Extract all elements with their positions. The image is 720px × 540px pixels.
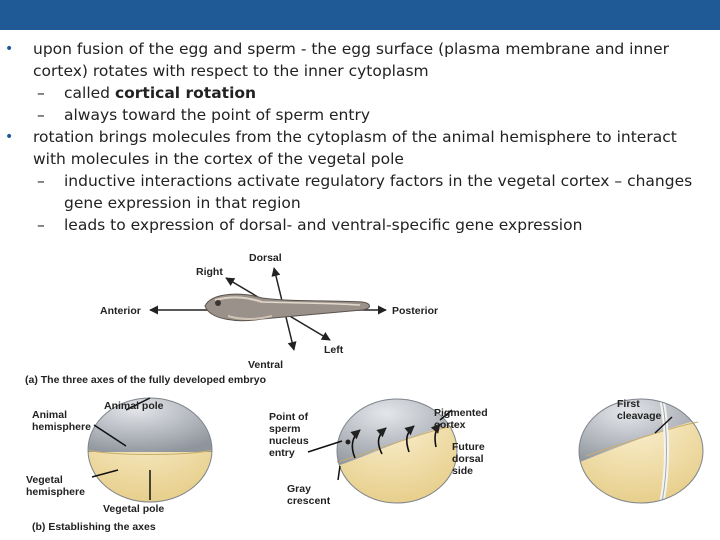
pigmented-cortex-leader xyxy=(439,409,453,421)
vegetal-hemisphere-leader xyxy=(91,469,119,478)
caption-a: (a) The three axes of the fully develope… xyxy=(25,374,266,386)
label-ventral: Ventral xyxy=(248,359,284,371)
sub-dash: – xyxy=(37,84,45,102)
label-gray-crescent: Gray crescent xyxy=(287,483,331,507)
label-animal-pole: Animal pole xyxy=(104,400,164,412)
label-pigmented-cortex: Pigmented cortex xyxy=(434,407,488,431)
first-cleavage-leader xyxy=(654,416,673,434)
header-bar xyxy=(0,0,720,30)
caption-b: (b) Establishing the axes xyxy=(32,521,156,533)
bullet-2-sub-2-text: leads to expression of dorsal- and ventr… xyxy=(64,216,583,234)
bullet-1: • upon fusion of the egg and sperm - the… xyxy=(0,38,700,82)
bullet-1-sub-1-bold: cortical rotation xyxy=(114,84,257,102)
sperm-entry-leader xyxy=(307,440,343,453)
label-anterior: Anterior xyxy=(100,305,141,317)
label-dorsal: Dorsal xyxy=(249,252,282,264)
bullet-1-sub-2: – always toward the point of sperm entry xyxy=(0,104,700,126)
bullet-2-sub-2: – leads to expression of dorsal- and ven… xyxy=(0,214,700,236)
bullet-1-sub-2-text: always toward the point of sperm entry xyxy=(64,106,371,124)
label-animal-hemisphere: Animal hemisphere xyxy=(32,409,91,433)
label-left: Left xyxy=(324,344,344,356)
bullet-dot: • xyxy=(5,41,14,57)
tadpole-embryo xyxy=(204,293,370,322)
label-future-dorsal-side: Future dorsal side xyxy=(452,441,485,477)
bullet-2-text: rotation brings molecules from the cytop… xyxy=(33,128,677,168)
axes-diagram xyxy=(149,267,387,351)
label-posterior: Posterior xyxy=(392,305,439,317)
label-right: Right xyxy=(196,266,223,278)
bullet-dot: • xyxy=(5,129,14,145)
bullet-1-text: upon fusion of the egg and sperm - the e… xyxy=(33,40,670,80)
gray-crescent-leader xyxy=(337,465,341,481)
label-vegetal-hemisphere: Vegetal hemisphere xyxy=(26,474,85,498)
animal-pole-leader xyxy=(125,397,151,411)
bullet-1-sub-1-text: called xyxy=(64,84,115,102)
label-vegetal-pole: Vegetal pole xyxy=(103,503,165,515)
bullet-2-sub-1-text: inductive interactions activate regulato… xyxy=(64,172,693,212)
bullet-2-sub-1: – inductive interactions activate regula… xyxy=(0,170,700,214)
bullet-2: • rotation brings molecules from the cyt… xyxy=(0,126,700,170)
slide-body: • upon fusion of the egg and sperm - the… xyxy=(0,38,700,236)
animal-hemisphere-leader xyxy=(93,424,127,447)
sub-dash: – xyxy=(37,172,45,190)
label-first-cleavage: First cleavage xyxy=(617,398,662,422)
sub-dash: – xyxy=(37,216,45,234)
label-point-of-sperm-entry: Point of sperm nucleus entry xyxy=(269,411,309,459)
sub-dash: – xyxy=(37,106,45,124)
egg-first-cleavage xyxy=(578,398,704,504)
bullet-1-sub-1: – called cortical rotation xyxy=(0,82,700,104)
